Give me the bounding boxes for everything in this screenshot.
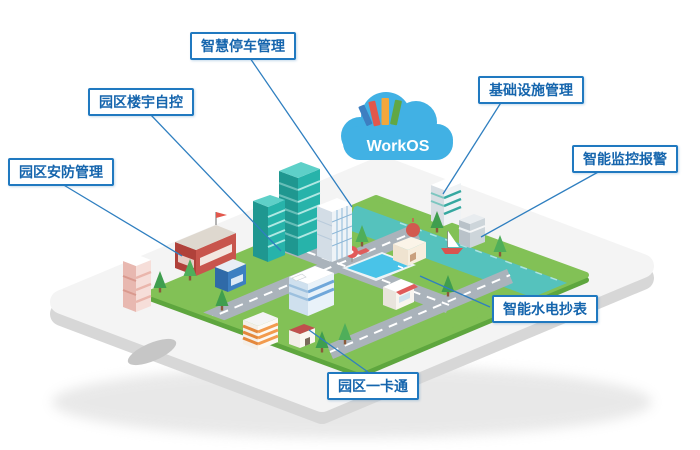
callout-building-automation: 园区楼宇自控 xyxy=(88,88,194,116)
callout-monitoring-alarm: 智能监控报警 xyxy=(572,145,678,173)
sailboat-icon xyxy=(441,231,463,254)
device-speaker xyxy=(127,338,177,366)
leader-line-infrastructure xyxy=(442,100,503,195)
building-blue-office xyxy=(215,259,246,292)
leader-line-monitoring xyxy=(480,170,601,238)
callout-utility-metering: 智能水电抄表 xyxy=(492,295,598,323)
cloud-label: WorkOS xyxy=(367,138,430,155)
vehicles xyxy=(291,248,370,282)
building-teal-tower-short xyxy=(253,195,286,262)
building-glass-tower xyxy=(316,198,353,262)
callout-campus-card: 园区一卡通 xyxy=(327,372,419,400)
callout-infrastructure-management: 基础设施管理 xyxy=(478,76,584,104)
building-red-roof-house xyxy=(289,324,315,348)
books-icon xyxy=(358,98,402,127)
trees xyxy=(153,211,507,353)
building-gray-office xyxy=(458,214,486,248)
callout-security-management: 园区安防管理 xyxy=(8,158,114,186)
leader-line-security xyxy=(61,183,183,257)
building-pink-tower xyxy=(122,255,152,312)
car-red xyxy=(356,248,370,255)
building-infrastructure-tower xyxy=(430,178,462,226)
building-shop-awning xyxy=(383,279,418,310)
leader-line-smart-parking xyxy=(249,57,353,208)
building-teal-tower-tall xyxy=(278,162,321,256)
car-white xyxy=(291,273,307,282)
leader-lines xyxy=(61,57,601,373)
leader-line-metering xyxy=(419,275,491,308)
building-dome-hall xyxy=(393,218,426,266)
buildings xyxy=(122,162,486,350)
leader-line-building-automation xyxy=(149,113,282,252)
building-striped-shop xyxy=(242,312,279,350)
callout-smart-parking: 智慧停车管理 xyxy=(190,32,296,60)
cloud-icon: WorkOS xyxy=(341,92,453,160)
leader-line-campus-card xyxy=(308,329,369,373)
